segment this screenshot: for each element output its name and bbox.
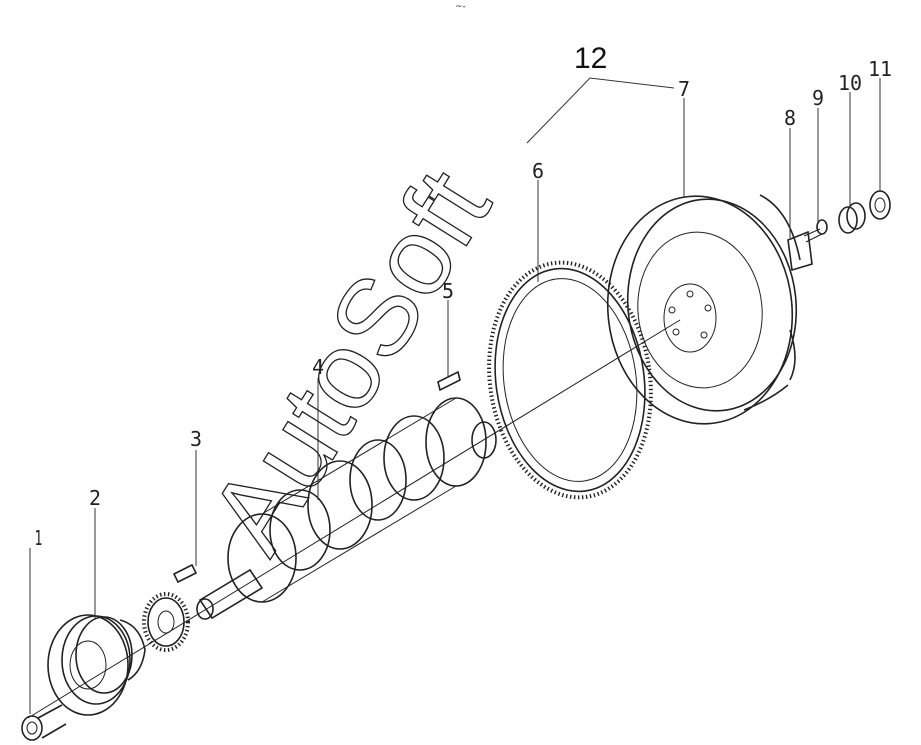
part-label-3: 3 [190, 427, 202, 451]
part-label-11: 11 [868, 57, 892, 81]
part-11-bearing [869, 190, 891, 220]
assembly-callout-label: 12 [574, 42, 607, 75]
part-7-flywheel [606, 194, 801, 425]
watermark-text: AutoSoft [186, 150, 514, 573]
part-label-5: 5 [442, 279, 454, 303]
part-label-10: 10 [838, 71, 862, 95]
part-label-7: 7 [678, 77, 690, 101]
part-9-bolt [803, 219, 828, 243]
part-10-spacer [838, 202, 866, 234]
part-3-key [172, 563, 198, 584]
leader-lines [29, 77, 881, 714]
part-label-1: 1 [35, 526, 43, 550]
part-label-4: 4 [312, 355, 324, 379]
part-1-bolt [21, 704, 67, 741]
part-label-8: 8 [784, 106, 796, 130]
part-8-lock-plate [787, 230, 813, 272]
part-labels: 1 2 3 4 5 6 7 8 9 10 11 [35, 57, 893, 550]
part-6-ring-gear [487, 260, 653, 500]
part-4-crankshaft [196, 397, 497, 620]
part-label-2: 2 [89, 486, 101, 510]
part-timing-gear [142, 592, 190, 652]
part-5-pin [437, 370, 461, 392]
assembly-axis-line [27, 319, 681, 719]
part-2-pulley [47, 614, 146, 716]
part-label-9: 9 [812, 86, 824, 110]
corner-mark: ~- [455, 2, 466, 12]
part-label-6: 6 [532, 159, 544, 183]
watermark: AutoSoft [185, 149, 514, 573]
